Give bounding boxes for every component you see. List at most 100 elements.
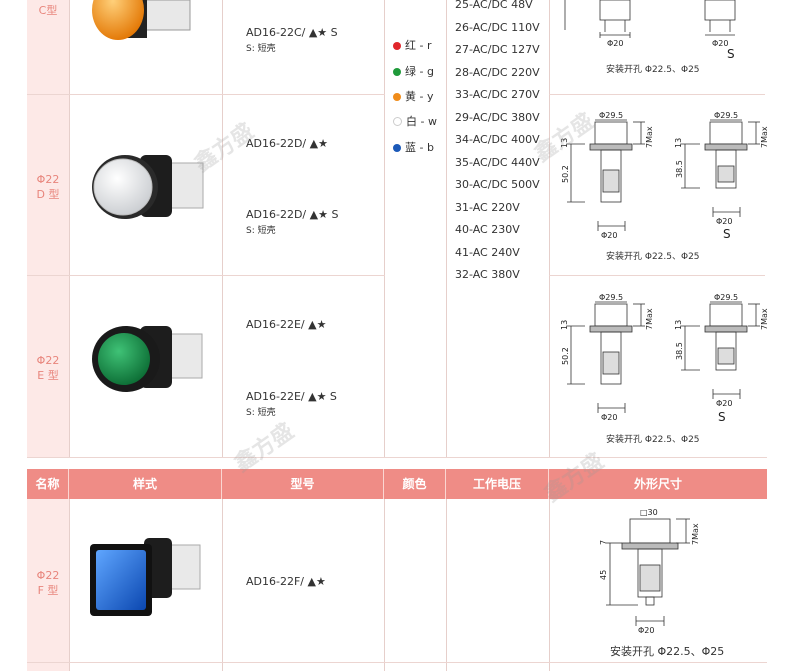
- grid-line: [27, 94, 223, 95]
- color-yellow: 黄 - y: [393, 88, 433, 104]
- dim-label: 7Max: [760, 126, 769, 148]
- voltage-item: 35-AC/DC 440V: [455, 156, 540, 169]
- voltage-item: 26-AC/DC 110V: [455, 21, 540, 34]
- dim-label: Φ20: [607, 39, 623, 48]
- grid-line: [69, 499, 70, 671]
- dim-label: 50.2: [561, 347, 570, 365]
- header-color: 颜色: [384, 469, 446, 499]
- dim-label: 13: [674, 138, 683, 148]
- type-label-d: Φ22 D 型: [36, 173, 60, 201]
- model-d-note: S: 短壳: [246, 226, 276, 236]
- mount-hole-caption: 安装开孔 Φ22.5、Φ25: [610, 645, 725, 658]
- dim-label: □30: [640, 508, 658, 517]
- grid-line: [549, 499, 550, 671]
- type-label-c: C型: [38, 4, 58, 17]
- color-white: 白 - w: [393, 113, 437, 129]
- dim-label: Φ20: [601, 231, 617, 240]
- voltage-item: 41-AC 240V: [455, 246, 520, 259]
- green-dot-icon: [393, 68, 401, 76]
- model-f: AD16-22F/ ▲★: [246, 575, 326, 588]
- name-column-bg-top: [27, 0, 69, 458]
- model-d: AD16-22D/ ▲★: [246, 137, 328, 150]
- dim-label: 50.2: [561, 165, 570, 183]
- grid-line: [69, 0, 70, 458]
- dim-label: 7: [599, 540, 608, 545]
- grid-line: [222, 0, 223, 458]
- type-label-f: Φ22 F 型: [36, 569, 60, 597]
- dim-label: Φ20: [638, 626, 654, 635]
- short-shell-label: S: [727, 47, 735, 60]
- voltage-item: 34-AC/DC 400V: [455, 133, 540, 146]
- red-dot-icon: [393, 42, 401, 50]
- grid-line: [384, 499, 385, 671]
- mount-hole-caption: 安装开孔 Φ22.5、Φ25: [606, 252, 700, 262]
- dim-label: Φ20: [716, 217, 732, 226]
- header-dimensions: 外形尺寸: [633, 477, 682, 491]
- grid-line: [222, 275, 385, 276]
- model-d-short: AD16-22D/ ▲★ S: [246, 208, 339, 221]
- grid-line: [222, 499, 223, 671]
- color-red: 红 - r: [393, 37, 432, 53]
- voltage-item: 29-AC/DC 380V: [455, 111, 540, 124]
- dim-label: Φ29.5: [714, 111, 738, 120]
- grid-line: [549, 94, 765, 95]
- header-voltage: 工作电压: [446, 469, 549, 499]
- product-image-e: [92, 326, 203, 392]
- color-blue: 蓝 - b: [393, 139, 434, 155]
- blue-dot-icon: [393, 144, 401, 152]
- dim-label: 7Max: [691, 523, 700, 545]
- white-dot-icon: [393, 117, 402, 126]
- grid-line: [446, 0, 447, 458]
- type-label-e: Φ22 E 型: [36, 354, 60, 382]
- dimension-drawing-f: □30 Φ20 45 7Max 7: [599, 508, 700, 635]
- model-c-note: S: 短壳: [246, 44, 276, 54]
- voltage-item: 40-AC 230V: [455, 223, 520, 236]
- dim-label: 7Max: [645, 126, 654, 148]
- dim-label: 13: [674, 320, 683, 330]
- dim-label: 13: [560, 138, 569, 148]
- dimension-drawing-e: Φ29.5 Φ29.5 Φ20 Φ20 50.2 38.5 7Max 7Max …: [560, 293, 769, 424]
- color-green: 绿 - g: [393, 63, 434, 79]
- grid-line: [27, 457, 767, 458]
- dimension-drawing-c: Φ20 Φ20 S: [564, 0, 736, 60]
- dim-label: 45: [599, 570, 608, 580]
- dim-label: 13: [560, 320, 569, 330]
- dim-label: 7Max: [645, 308, 654, 330]
- voltage-item: 28-AC/DC 220V: [455, 66, 540, 79]
- watermark: 鑫方盛: [190, 118, 259, 178]
- model-e: AD16-22E/ ▲★: [246, 318, 327, 331]
- grid-line: [446, 499, 447, 671]
- table-header: 名称 样式 型号 颜色 工作电压 外形尺寸: [27, 469, 767, 499]
- grid-line: [549, 0, 550, 458]
- model-e-short: AD16-22E/ ▲★ S: [246, 390, 337, 403]
- dim-label: 38.5: [675, 160, 684, 178]
- name-column-bg-bottom: [27, 499, 69, 671]
- voltage-item: 31-AC 220V: [455, 201, 520, 214]
- mount-hole-caption: 安装开孔 Φ22.5、Φ25: [606, 435, 700, 445]
- product-image-d: [92, 155, 204, 219]
- voltage-item: 33-AC/DC 270V: [455, 88, 540, 101]
- grid-line: [549, 275, 765, 276]
- product-image-f: [90, 538, 201, 616]
- dim-label: Φ29.5: [599, 293, 623, 302]
- header-style: 样式: [69, 469, 222, 499]
- header-name: 名称: [27, 469, 69, 499]
- yellow-dot-icon: [393, 93, 401, 101]
- dim-label: 38.5: [675, 342, 684, 360]
- dim-label: Φ29.5: [714, 293, 738, 302]
- grid-line: [222, 94, 385, 95]
- voltage-item: 27-AC/DC 127V: [455, 43, 540, 56]
- voltage-item: 25-AC/DC 48V: [455, 0, 533, 11]
- short-shell-label: S: [723, 227, 731, 241]
- header-model: 型号: [222, 469, 384, 499]
- dimension-drawing-d: Φ29.5 Φ29.5 Φ20 Φ20 50.2 38.5 7Max 7Max …: [560, 111, 769, 241]
- grid-line: [27, 662, 767, 663]
- model-e-note: S: 短壳: [246, 408, 276, 418]
- dim-label: Φ20: [601, 413, 617, 422]
- grid-line: [27, 275, 223, 276]
- model-c-short: AD16-22C/ ▲★ S: [246, 26, 338, 39]
- voltage-item: 30-AC/DC 500V: [455, 178, 540, 191]
- voltage-item: 32-AC 380V: [455, 268, 520, 281]
- dim-label: Φ20: [716, 399, 732, 408]
- mount-hole-caption: 安装开孔 Φ22.5、Φ25: [606, 65, 700, 75]
